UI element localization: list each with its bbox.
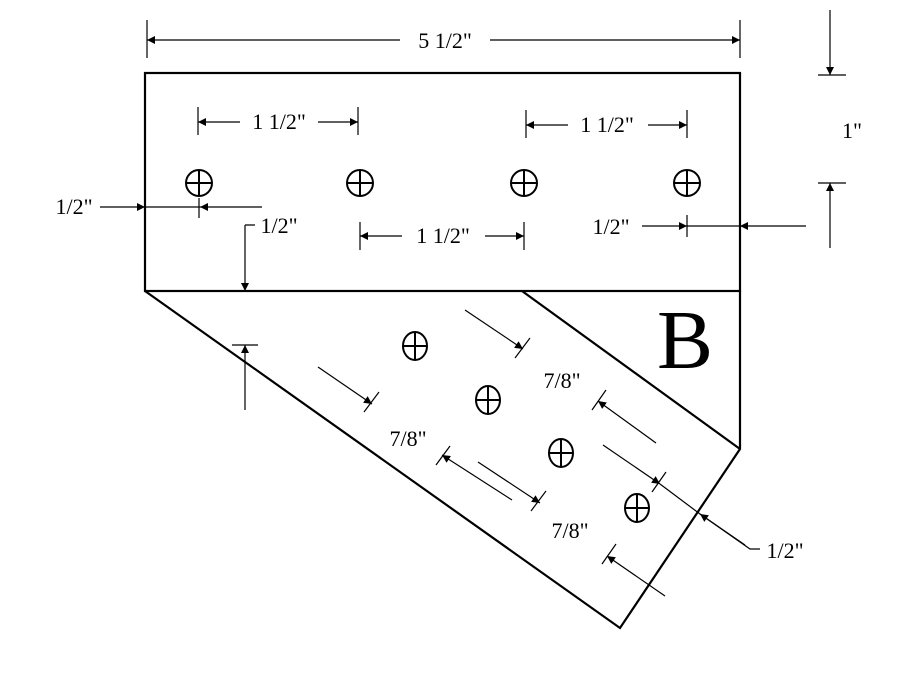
height-label: 1" xyxy=(842,118,862,143)
part-label: B xyxy=(657,294,713,387)
top-right-spacing-label: 1 1/2" xyxy=(580,112,634,137)
hole xyxy=(510,169,538,197)
diag-spacing-left-label: 7/8" xyxy=(389,426,426,451)
holes xyxy=(185,169,701,523)
bottom-edge-label: 1/2" xyxy=(260,213,297,238)
dim-top-left xyxy=(197,107,359,135)
hole xyxy=(185,169,213,197)
dim-middle xyxy=(359,222,525,250)
dim-overall-width xyxy=(146,20,741,58)
dim-height xyxy=(818,10,846,248)
diag-spacing-lower-label: 7/8" xyxy=(551,518,588,543)
left-edge-label: 1/2" xyxy=(55,194,92,219)
diag-spacing-upper-label: 7/8" xyxy=(543,368,580,393)
hole xyxy=(402,331,428,361)
hole xyxy=(673,169,701,197)
right-edge-label: 1/2" xyxy=(592,214,629,239)
hole xyxy=(475,385,501,415)
rectangular-plate xyxy=(143,71,742,293)
top-left-spacing-label: 1 1/2" xyxy=(252,109,306,134)
hole xyxy=(346,169,374,197)
hole xyxy=(624,493,650,523)
dim-top-right xyxy=(525,110,688,138)
diag-end-offset-label: 1/2" xyxy=(766,538,803,563)
dim-right-edge xyxy=(642,215,806,237)
middle-spacing-label: 1 1/2" xyxy=(416,223,470,248)
overall-width-label: 5 1/2" xyxy=(418,28,472,53)
dim-diagonal xyxy=(317,309,760,597)
dim-left-edge xyxy=(100,198,262,218)
dim-bottom-edge xyxy=(232,224,258,410)
diagonal-plate xyxy=(144,290,742,630)
hole xyxy=(548,438,574,468)
